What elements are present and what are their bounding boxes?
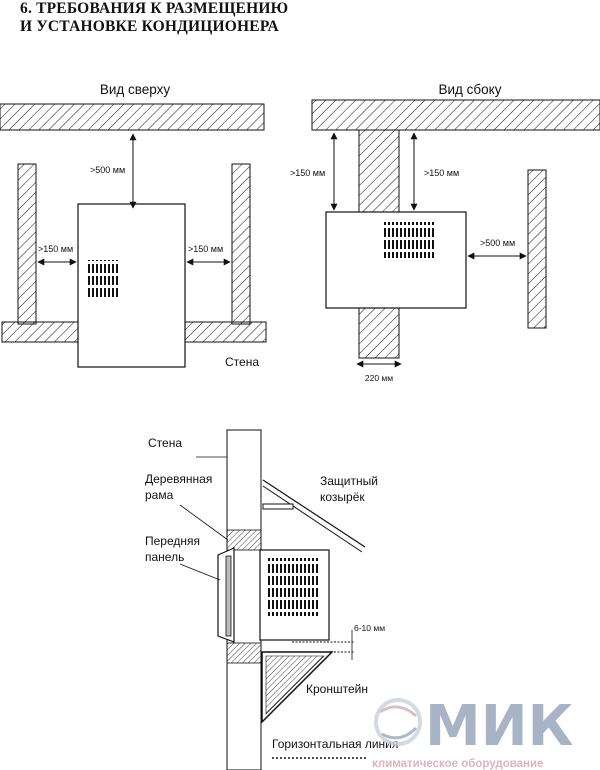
top-view-ac-grille xyxy=(88,260,118,298)
install-front-panel-label-2: панель xyxy=(145,550,184,564)
side-view-ac-grille xyxy=(382,222,434,258)
logo-name: МИК xyxy=(425,694,573,759)
top-view-clearance-top-label: >500 мм xyxy=(90,165,125,175)
install-front-panel-strip xyxy=(225,555,232,637)
section-title-line2: И УСТАНОВКЕ КОНДИЦИОНЕРА xyxy=(20,18,279,35)
top-view-ceiling-wall xyxy=(0,103,265,131)
side-view-ceiling-wall xyxy=(311,99,600,131)
side-view-clearance-right-label: >150 мм xyxy=(424,168,459,178)
side-view-clearance-front-label: >500 мм xyxy=(480,238,515,248)
install-wood-frame-leader xyxy=(179,504,229,541)
side-view-title: Вид сбоку xyxy=(439,82,502,97)
install-front-panel-label-1: Передняя xyxy=(145,534,200,548)
install-bracket-inner xyxy=(265,655,325,715)
top-view-left-side-wall xyxy=(17,163,37,325)
install-bracket xyxy=(261,651,334,724)
top-view-title: Вид сверху xyxy=(100,82,171,97)
install-wall-label: Стена xyxy=(148,436,182,450)
side-view-far-wall xyxy=(527,169,547,329)
install-ac-grille xyxy=(268,558,320,616)
installation-diagram: 6-10 мм Стена Деревянная рама Защитный к… xyxy=(145,429,398,770)
install-wood-frame-top xyxy=(226,529,262,551)
install-horizontal-line-label: Горизонтальная линия xyxy=(272,737,398,751)
top-view-diagram: Вид сверху >500 мм >150 мм >150 мм Стена xyxy=(0,82,267,369)
side-view-wall-width-label: 220 мм xyxy=(365,373,393,383)
install-wood-frame-bottom xyxy=(226,642,262,664)
side-view-clearance-left-label: >150 мм xyxy=(290,168,325,178)
top-view-clearance-right-label: >150 мм xyxy=(188,244,223,254)
side-view-diagram: Вид сбоку >150 мм >150 мм >500 мм 220 мм xyxy=(290,82,600,383)
install-canopy-label-2: козырёк xyxy=(320,490,365,504)
logo-swirl-icon xyxy=(374,698,422,746)
install-canopy-mount xyxy=(262,503,294,510)
install-canopy-label-1: Защитный xyxy=(320,474,378,488)
top-view-right-side-wall xyxy=(231,163,251,325)
top-view-clearance-left-label: >150 мм xyxy=(38,244,73,254)
install-front-panel-leader xyxy=(179,563,221,581)
install-tilt-label: 6-10 мм xyxy=(354,623,385,633)
mik-logo: МИК климатическое оборудование xyxy=(372,694,573,770)
install-wood-frame-label-1: Деревянная xyxy=(145,472,212,486)
install-canopy-edge xyxy=(262,485,363,553)
section-title-line1: 6. ТРЕБОВАНИЯ К РАЗМЕЩЕНИЮ xyxy=(20,0,289,17)
install-wood-frame-label-2: рама xyxy=(145,488,174,502)
top-view-wall-label: Стена xyxy=(225,355,259,369)
logo-tagline: климатическое оборудование xyxy=(372,758,543,770)
install-bracket-label: Кронштейн xyxy=(306,682,368,696)
install-canopy xyxy=(262,479,366,548)
